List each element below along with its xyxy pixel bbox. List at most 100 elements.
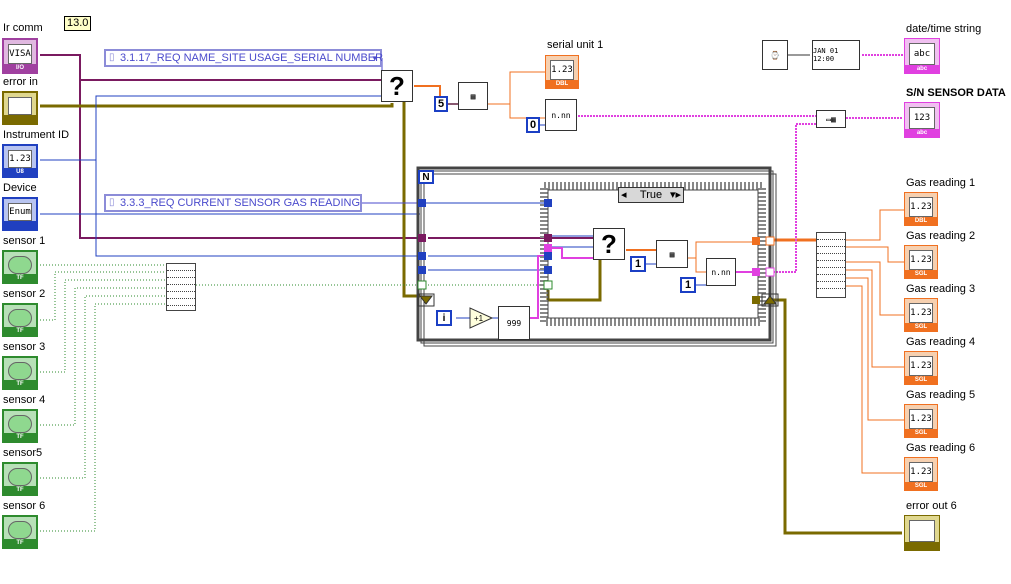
case-selector-value: True (639, 189, 663, 201)
datetime-label: date/time string (906, 23, 982, 35)
inner-index-array-node[interactable]: ▦ (656, 240, 688, 268)
error-wire-3 (770, 298, 902, 535)
increment-node (469, 307, 494, 329)
ir-comm-label: Ir comm (3, 22, 43, 34)
numeric-icon: 1.23 (550, 60, 574, 80)
shift-register-right (763, 295, 777, 305)
boolean-led-icon (8, 309, 32, 327)
id-wire-2 (95, 160, 420, 257)
sensor-2-control[interactable]: TF (2, 303, 38, 337)
gas-out-2 (846, 246, 906, 263)
sensor-3-label: sensor 3 (3, 341, 46, 353)
visa-wire (40, 54, 420, 239)
sensor-5-label: sensor5 (3, 447, 43, 459)
serial-command-constant[interactable]: ▯ 3.1.17_REQ NAME_SITE USAGE_SERIAL NUMB… (104, 49, 383, 67)
visa-icon: VISA (8, 44, 32, 64)
dropdown-arrow-icon: ▾ (372, 53, 377, 63)
string-glyph-icon: ▯ (109, 52, 115, 63)
bool-wire-3 (40, 279, 170, 373)
gas-reading-5-label: Gas reading 5 (906, 389, 976, 401)
gas-reading-4-indicator: 1.23 SGL (904, 351, 938, 385)
case-selector[interactable]: ◂ True ▾▸ (618, 187, 684, 203)
serial-unit-label: serial unit 1 (547, 39, 604, 51)
enum-icon: Enum (8, 203, 32, 221)
sn-sensor-indicator: 123 abc (904, 102, 940, 138)
datetime-indicator: abc abc (904, 38, 940, 74)
string-glyph-icon: ▯ (109, 197, 115, 208)
sensor-1-control[interactable]: TF (2, 250, 38, 284)
bool-wire-6 (40, 303, 170, 532)
sensor-4-control[interactable]: TF (2, 409, 38, 443)
inner-format-number-node[interactable]: n.nn (706, 258, 736, 286)
gas-command-constant[interactable]: ▯ 3.3.3_REQ CURRENT SENSOR GAS READING (104, 194, 362, 212)
array-icon: 123 (909, 107, 935, 129)
gas-out-3 (846, 261, 906, 316)
error-in-control[interactable] (2, 91, 38, 125)
case-prev-arrow-icon[interactable]: ◂ (621, 189, 627, 201)
gas-out-4 (846, 269, 906, 368)
numeric-icon: 1.23 (909, 197, 933, 217)
sensor-6-control[interactable]: TF (2, 515, 38, 549)
gas-reading-4-label: Gas reading 4 (906, 336, 976, 348)
build-array-node[interactable]: ▭▦ (816, 110, 846, 128)
sensor-3-control[interactable]: TF (2, 356, 38, 390)
error-wire (40, 103, 394, 108)
device-label: Device (3, 182, 37, 194)
id-wire (40, 95, 382, 161)
boolean-led-icon (8, 256, 32, 274)
gas-reading-5-indicator: 1.23 SGL (904, 404, 938, 438)
string-wire-5 (548, 247, 594, 259)
sn-sensor-label: S/N SENSOR DATA (906, 87, 1006, 99)
tunnels (417, 199, 775, 304)
format-number-node[interactable]: n.nn (545, 99, 577, 131)
error-in-label: error in (3, 76, 38, 88)
bool-wire-4 (40, 287, 170, 426)
bool-wire-2 (40, 271, 170, 321)
format-index-node[interactable]: 999 (498, 306, 530, 340)
ir-comm-control[interactable]: VISA I/O (2, 38, 38, 74)
device-control[interactable]: Enum (2, 197, 38, 231)
index-5-constant[interactable]: 5 (434, 96, 448, 112)
index-array-node[interactable]: ▦ (458, 82, 488, 110)
sensor-1-label: sensor 1 (3, 235, 46, 247)
gas-reading-3-label: Gas reading 3 (906, 283, 976, 295)
instrument-id-control[interactable]: 1.23 U8 (2, 144, 38, 178)
gas-reading-2-indicator: 1.23 SGL (904, 245, 938, 279)
serial-query-subvi[interactable]: ? (381, 70, 413, 102)
serial-unit-indicator: 1.23 DBL (545, 55, 579, 89)
gas-out-1 (846, 209, 906, 241)
gas-reading-1-label: Gas reading 1 (906, 177, 976, 189)
loop-count-terminal[interactable]: N (418, 170, 434, 184)
boolean-led-icon (8, 468, 32, 486)
error-out-label: error out 6 (906, 500, 957, 512)
error-wire-2 (402, 100, 420, 298)
gas-reading-2-label: Gas reading 2 (906, 230, 976, 242)
format-date-node[interactable]: JAN 01 12:00 (812, 40, 860, 70)
gas-reading-1-indicator: 1.23 DBL (904, 192, 938, 226)
gas-unbundle-node[interactable] (816, 232, 846, 298)
gas-float-wire-3 (695, 258, 706, 273)
case-next-arrow-icon[interactable]: ▾▸ (669, 189, 681, 201)
string-icon: abc (909, 43, 935, 65)
bool-wire-5 (40, 295, 170, 479)
index-1a-constant[interactable]: 1 (630, 256, 646, 272)
get-time-node[interactable]: ⌚ (762, 40, 788, 70)
serial-float-wire-2 (488, 71, 545, 105)
index-0-constant[interactable]: 0 (526, 117, 540, 133)
sensor-5-control[interactable]: TF (2, 462, 38, 496)
numeric-icon: 1.23 (909, 250, 933, 270)
numeric-icon: 1.23 (909, 356, 933, 376)
numeric-icon: 1.23 (909, 409, 933, 429)
sensor-bundle-node[interactable] (166, 263, 196, 311)
index-1b-constant[interactable]: 1 (680, 277, 696, 293)
boolean-led-icon (8, 362, 32, 380)
cluster-icon (8, 97, 32, 115)
numeric-icon: 1.23 (8, 150, 32, 168)
boolean-led-icon (8, 521, 32, 539)
numeric-icon: 1.23 (909, 462, 933, 482)
gas-query-subvi[interactable]: ? (593, 228, 625, 260)
string-wire-4 (770, 123, 816, 273)
version-badge: 13.0 (64, 16, 92, 31)
gas-reading-3-indicator: 1.23 SGL (904, 298, 938, 332)
